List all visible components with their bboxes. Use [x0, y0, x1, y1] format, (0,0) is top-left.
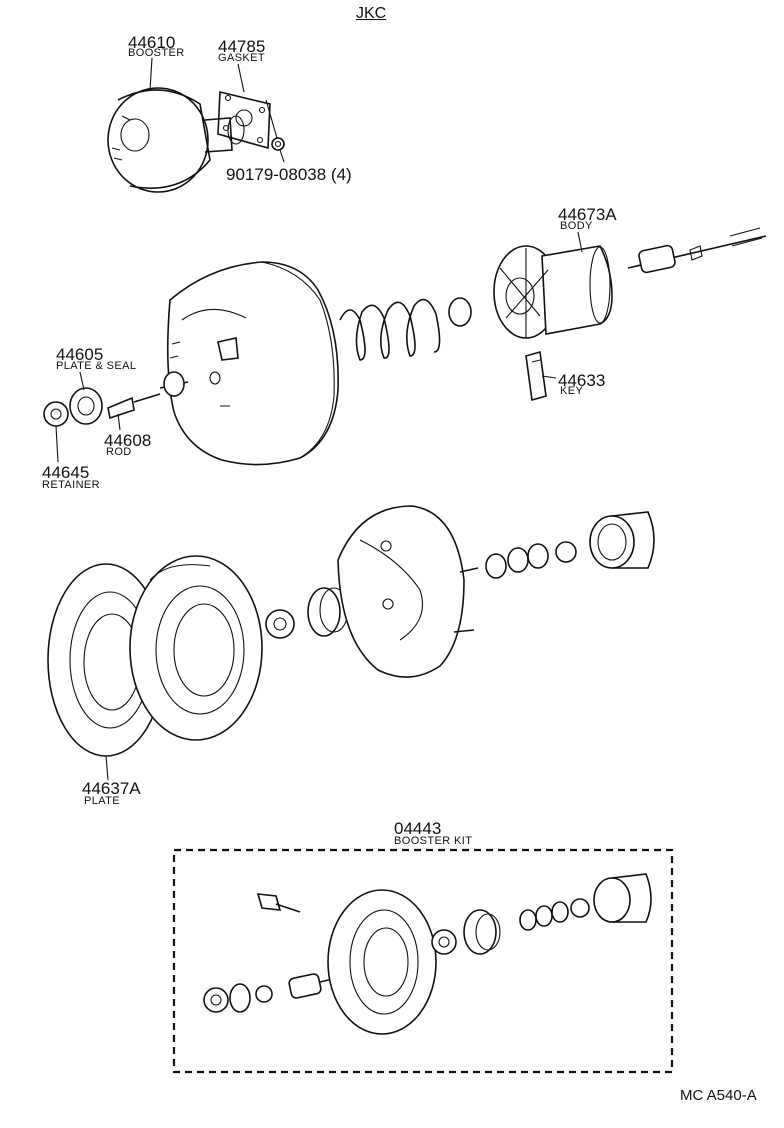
- retainer-part: [43, 401, 69, 427]
- retainer-ring-mid: [265, 609, 295, 639]
- callout-retainer-name: RETAINER: [42, 479, 101, 491]
- booster-housing: [159, 261, 339, 466]
- drawing-code: MC A540-A: [680, 1087, 757, 1104]
- nut-small: [265, 99, 285, 151]
- kit-contents: [203, 873, 652, 1035]
- small-seals-mid: [485, 541, 577, 579]
- callout-rod-name: ROD: [106, 446, 132, 458]
- diaphragm-plate-rear: [129, 555, 263, 741]
- leader-lines: [55, 57, 583, 781]
- push-rod-upper: [627, 227, 767, 274]
- callout-rod-number: 44608: [104, 431, 152, 450]
- callout-key-name: KEY: [560, 385, 584, 397]
- seal-ring: [448, 297, 472, 327]
- callout-retainer-number: 44645: [42, 463, 90, 482]
- callout-plate-seal-number: 44605: [56, 345, 104, 364]
- callout-booster-number: 44610: [128, 33, 176, 52]
- callout-booster-name: BOOSTER: [128, 47, 185, 59]
- rod-part: [107, 393, 161, 420]
- return-spring: [339, 298, 441, 361]
- boot-mid: [589, 511, 655, 569]
- callout-gasket-number: 44785: [218, 37, 266, 56]
- callout-nut-number: 90179-08038 (4): [226, 165, 352, 184]
- callout-body-name: BODY: [560, 220, 593, 232]
- callout-plate-seal-name: PLATE & SEAL: [56, 360, 137, 372]
- rear-shell: [337, 505, 479, 678]
- booster-assembly-small: [107, 87, 245, 193]
- callout-plate-number: 44637A: [82, 779, 141, 798]
- plate-and-seal: [69, 387, 103, 425]
- callout-plate-name: PLATE: [84, 795, 121, 807]
- callout-booster-kit-name: BOOSTER KIT: [394, 835, 473, 847]
- model-header: JKC: [356, 5, 387, 22]
- callout-key-number: 44633: [558, 371, 606, 390]
- gasket-small: [217, 90, 271, 150]
- callout-booster-kit-number: 04443: [394, 819, 442, 838]
- key-part: [525, 350, 547, 402]
- seal-mid: [307, 587, 349, 637]
- valve-body: [493, 245, 613, 339]
- callout-gasket-name: GASKET: [218, 52, 266, 64]
- callout-body-number: 44673A: [558, 205, 617, 224]
